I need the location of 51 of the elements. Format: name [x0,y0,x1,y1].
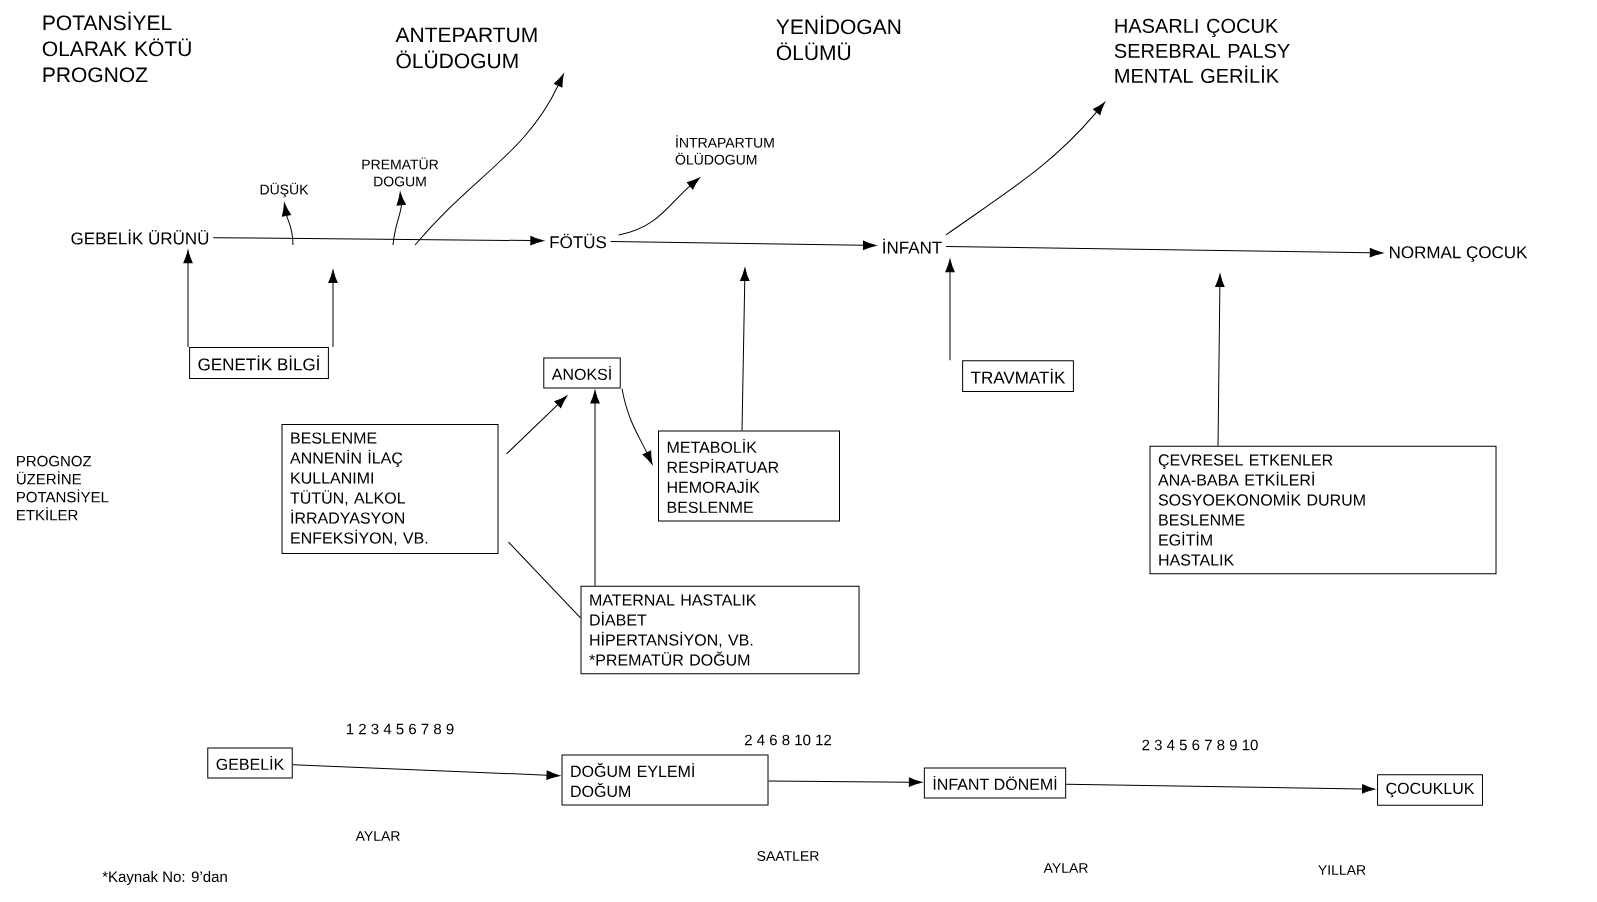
connector-line [508,541,581,619]
arrow [945,259,955,361]
period-box: GEBELİK [207,747,293,779]
stage-label: GEBELİK ÜRÜNÜ [71,229,209,245]
scale-numbers: 2 3 4 5 6 7 8 9 10 [1142,739,1258,751]
arrow [212,235,544,246]
factor-box: ÇEVRESEL ETKENLER ANA-BABA ETKİLERİ SOSYOEKONOMİK DURUM BESLENME EGİTİM HASTALIK [1149,445,1497,575]
scale-numbers: 2 4 6 8 10 12 [745,734,832,746]
factor-box: GENETİK BİLGİ [189,347,329,379]
factor-box: ANOKSİ [543,357,621,389]
arrow [292,764,560,780]
outcome-label: İNTRAPARTUM ÖLÜDOGUM [675,135,774,165]
heading: POTANSİYEL OLARAK KÖTÜ PROGNOZ [42,11,191,83]
period-box: ÇOCUKLUK [1377,774,1483,806]
arrow [1215,273,1225,447]
outcome-label: DÜŞÜK [260,182,309,198]
arrow [618,177,700,236]
arrow [621,388,653,465]
arrow [506,395,568,455]
side-note: PROGNOZ ÜZERİNE POTANSİYEL ETKİLER [17,455,109,521]
arrow [945,102,1106,236]
factor-box: BESLENME ANNENİN İLAÇ KULLANIMI TÜTÜN, ALKOL İRRADYASYON ENFEKSİYON, VB. [281,423,499,555]
arrow [1065,783,1376,794]
outcome-label: NORMAL ÇOCUK [1390,246,1528,262]
period-box: İNFANT DÖNEMİ [923,767,1067,799]
arrow [740,267,750,431]
unit-label: AYLAR [355,831,400,841]
arrow [183,250,193,348]
factor-box: METABOLİK RESPİRATUAR HEMORAJİK BESLENME [658,430,840,522]
footnote: *Kaynak No: 9’dan [102,871,227,885]
stage-label: İNFANT [883,238,942,254]
unit-label: YILLAR [1318,865,1366,875]
unit-label: AYLAR [1043,863,1088,873]
outcome-label: HASARLI ÇOCUK SEREBRAL PALSY MENTAL GERİLİK [1114,18,1290,83]
arrow [414,73,564,246]
arrow [328,269,338,348]
scale-numbers: 1 2 3 4 5 6 7 8 9 [346,723,454,735]
arrow [768,777,923,787]
outcome-label: PREMATÜR DOGUM [362,157,439,187]
heading: YENİDOGAN ÖLÜMÜ [776,15,901,61]
arrow [945,246,1383,258]
stage-label: FÖTÜS [550,233,607,249]
arrow [281,202,294,246]
arrow [610,240,877,250]
arrow [590,390,600,587]
outcome-label: ANTEPARTUM ÖLÜDOGUM [395,27,537,69]
factor-box: MATERNAL HASTALIK DİABET HİPERTANSİYON, VB. *PREMATÜR DOĞUM [580,585,860,675]
arrow [392,192,406,246]
factor-box: TRAVMATİK [962,360,1074,392]
period-box: DOĞUM EYLEMİ DOĞUM [561,754,769,806]
unit-label: SAATLER [757,851,819,861]
